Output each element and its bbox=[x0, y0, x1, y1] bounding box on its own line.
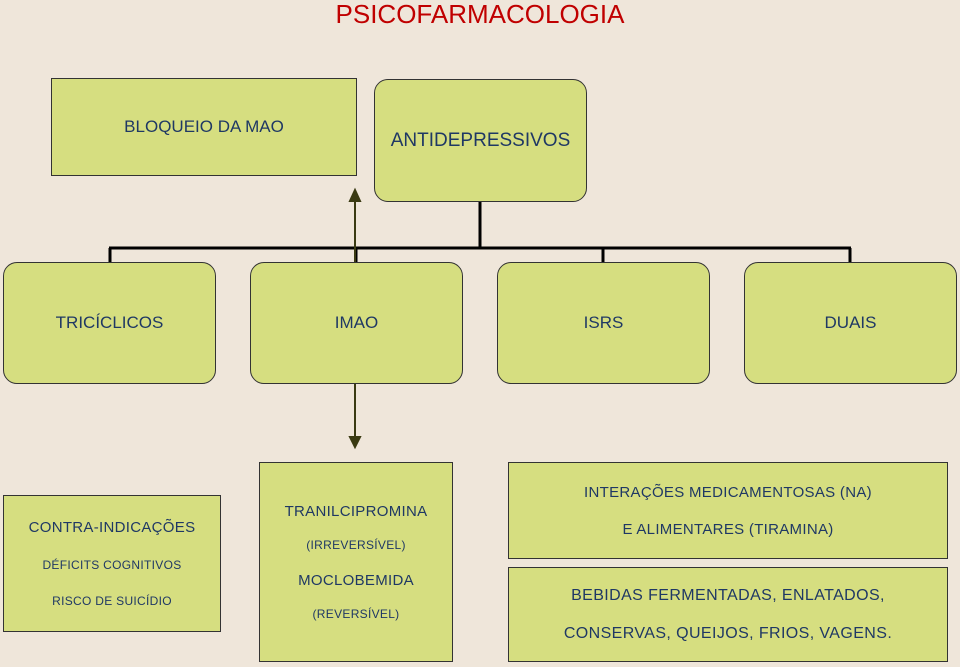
class-node-tricyclic: TRICÍCLICOS bbox=[3, 262, 216, 384]
class-node-duais: DUAIS bbox=[744, 262, 957, 384]
interactions-line-2: E ALIMENTARES (TIRAMINA) bbox=[622, 520, 834, 538]
mao-block-label: BLOQUEIO DA MAO bbox=[124, 117, 284, 136]
contraindication-item: RISCO DE SUICÍDIO bbox=[52, 594, 172, 608]
root-node-antidepressants: ANTIDEPRESSIVOS bbox=[374, 79, 587, 202]
class-label-tricyclic: TRICÍCLICOS bbox=[55, 313, 164, 332]
diagram-title: PSICOFARMACOLOGIA bbox=[335, 0, 625, 29]
drug-note-irreversible: (IRREVERSÍVEL) bbox=[306, 538, 406, 552]
foods-line-1: BEBIDAS FERMENTADAS, ENLATADOS, bbox=[571, 586, 885, 604]
root-node-label: ANTIDEPRESSIVOS bbox=[390, 129, 571, 151]
class-label-duais: DUAIS bbox=[824, 313, 877, 332]
contraindications-box: CONTRA-INDICAÇÕES DÉFICITS COGNITIVOS RI… bbox=[3, 495, 221, 632]
class-label-isrs: ISRS bbox=[583, 313, 624, 332]
class-node-isrs: ISRS bbox=[497, 262, 710, 384]
drug-note-reversible: (REVERSÍVEL) bbox=[312, 607, 400, 621]
arrow-up-head bbox=[348, 187, 362, 202]
interactions-box: INTERAÇÕES MEDICAMENTOSAS (NA) E ALIMENT… bbox=[508, 462, 948, 559]
drug-name-tranylcypromine: TRANILCIPROMINA bbox=[284, 503, 428, 520]
class-node-imao: IMAO bbox=[250, 262, 463, 384]
mao-block-box: BLOQUEIO DA MAO bbox=[51, 78, 357, 176]
foods-box: BEBIDAS FERMENTADAS, ENLATADOS, CONSERVA… bbox=[508, 567, 948, 662]
imao-drugs-box: TRANILCIPROMINA (IRREVERSÍVEL) MOCLOBEMI… bbox=[259, 462, 453, 662]
contraindication-item: DÉFICITS COGNITIVOS bbox=[42, 558, 182, 572]
foods-line-2: CONSERVAS, QUEIJOS, FRIOS, VAGENS. bbox=[563, 624, 893, 642]
drug-name-moclobemide: MOCLOBEMIDA bbox=[298, 572, 414, 589]
contraindications-heading: CONTRA-INDICAÇÕES bbox=[28, 519, 196, 536]
class-label-imao: IMAO bbox=[334, 313, 379, 332]
arrow-down-head bbox=[348, 436, 362, 450]
interactions-line-1: INTERAÇÕES MEDICAMENTOSAS (NA) bbox=[584, 483, 872, 501]
